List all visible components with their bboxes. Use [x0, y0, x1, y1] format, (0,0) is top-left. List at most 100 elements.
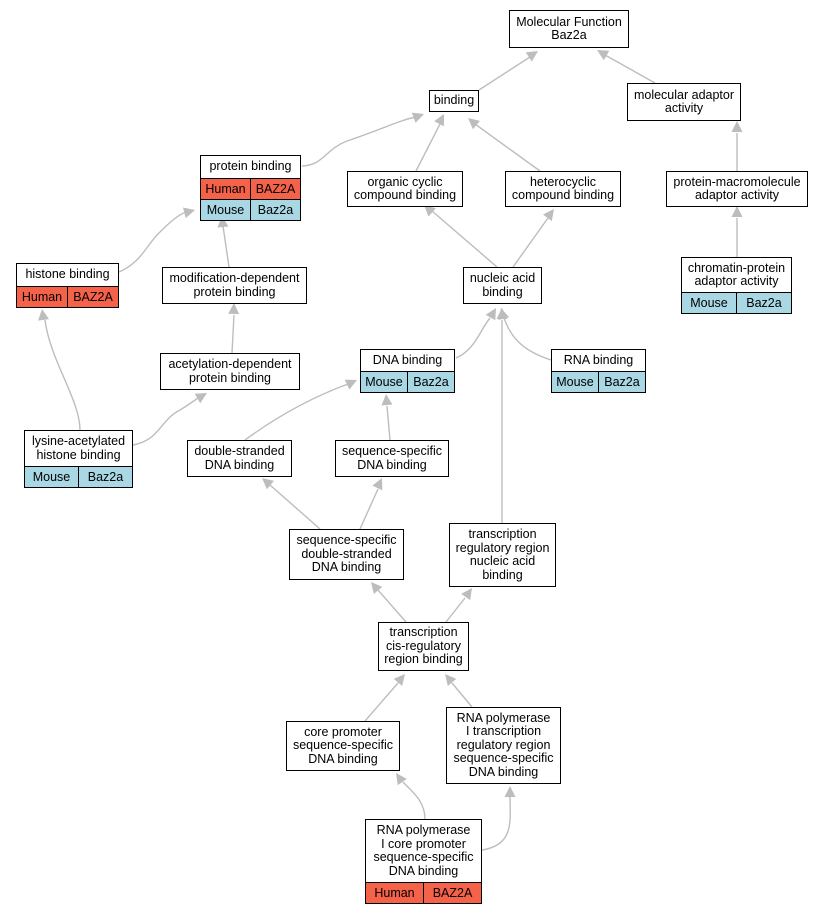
edge-line [431, 210, 498, 268]
go-term-node-binding[interactable]: binding [429, 90, 479, 112]
go-term-label-line: core promoter [304, 724, 382, 739]
edge-arrowhead-icon [445, 674, 457, 686]
edge-arrowhead-icon [262, 478, 274, 490]
go-term-label-line: lysine-acetylated [31, 434, 126, 448]
gene-symbol[interactable]: BAZ2A [423, 883, 481, 903]
organism-name: Mouse [206, 203, 245, 217]
edge-2 [301, 112, 424, 167]
edge-17 [381, 394, 393, 441]
organism-name: Mouse [556, 375, 594, 389]
go-term-label: protein binding [201, 156, 300, 178]
go-term-label-line: binding [482, 567, 523, 582]
edge-arrowhead-icon [485, 308, 496, 321]
go-term-label-line: transcription [389, 625, 458, 640]
gene-symbol[interactable]: Baz2a [250, 200, 300, 220]
edge-11 [228, 303, 240, 354]
go-term-label-line: sequence-specific [296, 533, 397, 548]
go-term-label-line: transcription [468, 527, 537, 541]
edge-line [359, 488, 379, 530]
edge-4 [468, 118, 541, 172]
organism-name: Mouse [32, 470, 71, 484]
organism-row-mouse: Mouse Baz2a [361, 371, 454, 392]
organism-row-mouse: Mouse Baz2a [201, 199, 300, 220]
gene-symbol[interactable]: Baz2a [407, 372, 454, 392]
organism-name: Mouse [365, 375, 403, 389]
organism-row-human: Human BAZ2A [366, 882, 481, 903]
edge-arrowhead-icon [525, 51, 538, 62]
edge-line [451, 682, 473, 708]
edge-line [132, 397, 199, 446]
go-term-label-line: DNA binding [468, 764, 539, 779]
edge-arrowhead-icon [344, 379, 357, 390]
go-term-label-line: DNA binding [372, 352, 443, 367]
edge-arrowhead-icon [434, 114, 444, 127]
edge-0 [478, 51, 538, 91]
go-term-label-line: regulatory region [456, 737, 551, 752]
edge-10 [731, 206, 743, 257]
go-term-label-line: DNA binding [357, 457, 427, 472]
edge-18 [262, 478, 321, 530]
gene-symbol[interactable]: Baz2a [78, 467, 132, 487]
edge-16 [244, 379, 357, 441]
edge-arrowhead-icon [371, 582, 383, 594]
edge-line [301, 116, 417, 167]
go-term-label-line: acetylation-dependent [168, 357, 292, 371]
go-term-label-line: double-stranded [194, 444, 285, 458]
go-term-label: DNA binding [361, 350, 454, 371]
organism-name: Human [205, 182, 246, 196]
go-term-label-line: regulatory region [455, 540, 550, 555]
go-term-label-line: binding [482, 284, 523, 299]
edge-arrowhead-icon [496, 308, 508, 319]
organism-name: Human [374, 886, 415, 900]
gene-symbol[interactable]: Baz2a [736, 293, 791, 313]
gene-symbol[interactable]: BAZ2A [250, 179, 300, 199]
gene-symbol[interactable]: Baz2a [598, 372, 645, 392]
edge-3 [415, 114, 444, 172]
go-term-label-line: nucleic acid [469, 271, 536, 285]
gene-symbol[interactable]: BAZ2A [67, 287, 118, 307]
go-term-label-line: activity [664, 101, 704, 115]
go-term-label-line: DNA binding [311, 560, 382, 575]
edge-arrowhead-icon [731, 206, 743, 217]
edge-12 [455, 308, 496, 359]
go-term-label-line: compound binding [353, 188, 457, 202]
go-term-label-line: adaptor activity [694, 188, 780, 202]
edge-14 [38, 309, 81, 431]
go-term-label-line: modification-dependent [169, 271, 300, 285]
edge-arrowhead-icon [731, 121, 743, 132]
go-term-label-line: sequence-specific [453, 751, 554, 766]
edge-arrowhead-icon [597, 50, 610, 61]
edge-arrowhead-icon [194, 393, 207, 404]
go-term-label-line: protein binding [209, 159, 292, 174]
edge-line [512, 217, 549, 268]
